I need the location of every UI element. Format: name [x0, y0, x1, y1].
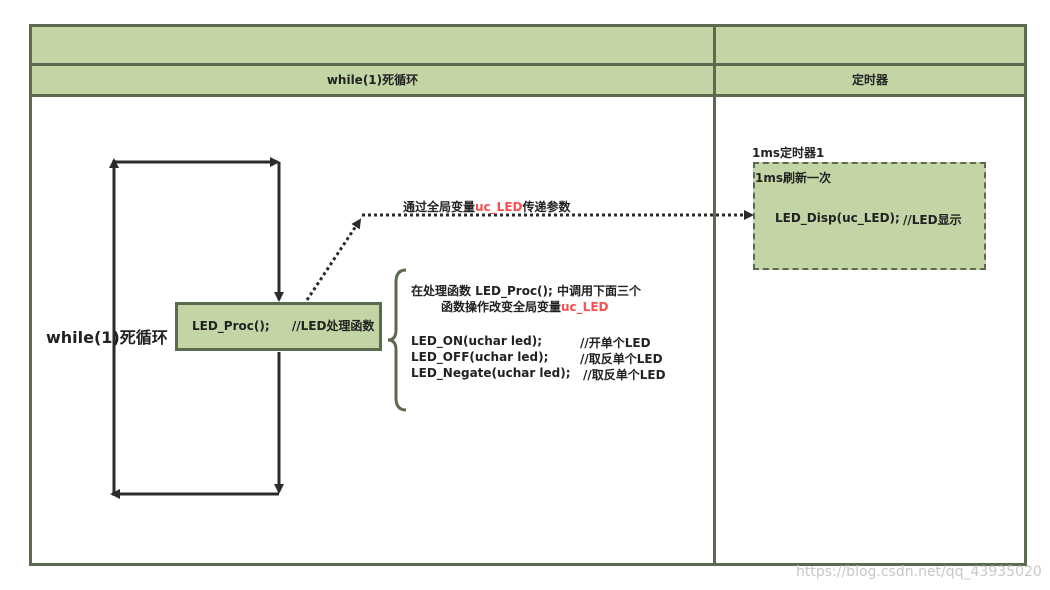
note-line-1: 在处理函数 LED_Proc(); 中调用下面三个	[411, 284, 641, 298]
message-var: uc_LED	[475, 200, 523, 214]
proc-call: LED_Proc();	[192, 319, 270, 333]
note-fn-3-comment: //取反单个LED	[583, 368, 666, 382]
note-line-2-prefix: 函数操作改变全局变量	[441, 300, 562, 314]
message-suffix: 传递参数	[522, 200, 571, 214]
top-header-right	[713, 24, 1027, 66]
timer-period: 1ms刷新一次	[755, 171, 831, 185]
note-fn-2-call: LED_OFF(uchar led);	[411, 350, 549, 364]
loop-label: while(1)死循环	[46, 328, 168, 347]
message-dotted-diagonal	[305, 218, 362, 301]
lane-title-main-loop: while(1)死循环	[326, 73, 419, 87]
note-fn-1-call: LED_ON(uchar led);	[411, 334, 543, 348]
led-proc-box: LED_Proc(); //LED处理函数	[175, 302, 382, 351]
note-brace	[387, 268, 407, 412]
timer-disp-call: LED_Disp(uc_LED);	[775, 211, 900, 225]
watermark: https://blog.csdn.net/qq_43935020	[796, 564, 1042, 580]
note-line-2-var: uc_LED	[561, 300, 609, 314]
note-line-2: 函数操作改变全局变量uc_LED	[441, 298, 608, 315]
timer-title: 1ms定时器1	[752, 146, 825, 160]
note-fn-2-comment: //取反单个LED	[580, 352, 663, 366]
note-fn-1-comment: //开单个LED	[580, 336, 651, 350]
note-fn-3-call: LED_Negate(uchar led);	[411, 366, 571, 380]
message-prefix: 通过全局变量	[403, 200, 476, 214]
proc-comment: //LED处理函数	[291, 319, 375, 333]
lane-title-timer: 定时器	[851, 73, 888, 87]
timer-box	[753, 162, 986, 270]
lane-main-loop	[29, 94, 716, 566]
message-label: 通过全局变量uc_LED传递参数	[403, 198, 571, 215]
timer-disp-comment: //LED显示	[903, 213, 962, 227]
